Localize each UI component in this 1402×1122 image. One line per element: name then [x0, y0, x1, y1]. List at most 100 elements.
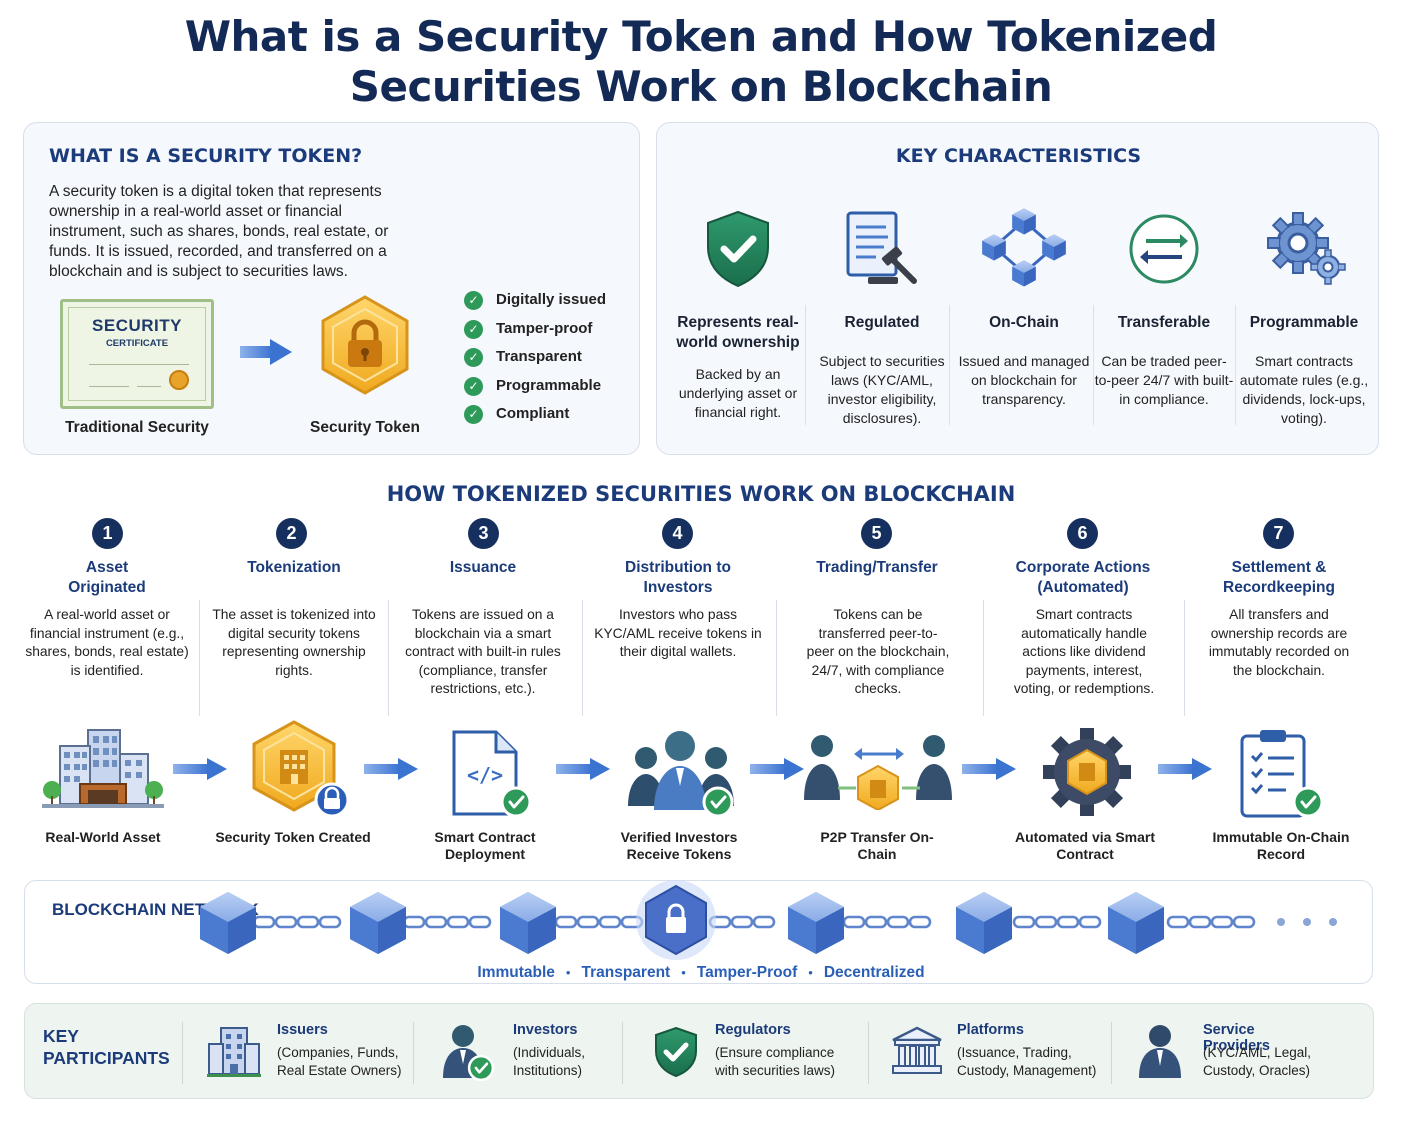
- characteristic-title: On-Chain: [989, 314, 1059, 331]
- check-icon: ✓: [464, 405, 483, 424]
- step-number: 4: [662, 518, 693, 549]
- what-body-text: A security token is a digital token that…: [49, 183, 389, 280]
- check-icon: ✓: [464, 319, 483, 339]
- step-number: 7: [1263, 518, 1294, 549]
- check-icon: ✓: [464, 348, 483, 367]
- property-decentralized: Decentralized: [823, 964, 925, 981]
- investors-group-icon: [628, 731, 734, 818]
- step-caption: Automated via Smart Contract: [1014, 829, 1156, 862]
- step-title: Settlement & Recordkeeping: [1223, 559, 1335, 596]
- characteristic-title: Represents real-world ownership: [676, 314, 800, 351]
- token-features-list: ✓Digitally issued ✓Tamper-proof ✓Transpa…: [464, 290, 606, 433]
- property-immutable: Immutable: [477, 964, 555, 981]
- block-icon: [956, 892, 1012, 954]
- office-building-icon: [207, 1027, 261, 1077]
- characteristic-desc: Issued and managed on blockchain for tra…: [958, 353, 1090, 407]
- transfer-arrows-icon: [1129, 214, 1199, 284]
- bank-building-icon: [892, 1026, 942, 1074]
- step-caption: Real-World Asset: [45, 829, 161, 845]
- list-item: ✓Tamper-proof: [464, 319, 606, 348]
- participant-desc: (Ensure compliance with securities laws): [715, 1045, 836, 1078]
- key-heading: KEY CHARACTERISTICS: [895, 145, 1142, 167]
- block-icon: [1108, 892, 1164, 954]
- characteristic-desc: Backed by an underlying asset or financi…: [678, 366, 798, 420]
- participant-desc: (KYC/AML, Legal, Custody, Oracles): [1203, 1045, 1312, 1078]
- title-line-1: What is a Security Token and How Tokeniz…: [184, 12, 1218, 61]
- gear-token-icon: [1043, 728, 1131, 816]
- shield-check-icon: [655, 1026, 697, 1078]
- check-icon: ✓: [464, 376, 483, 396]
- step-desc: Tokens are issued on a blockchain via a …: [405, 607, 561, 696]
- participant-desc: (Companies, Funds, Real Estate Owners): [277, 1045, 402, 1078]
- participant-desc: (Individuals, Institutions): [513, 1045, 586, 1078]
- characteristic-title: Transferable: [1117, 314, 1211, 331]
- step-number: 6: [1067, 518, 1098, 549]
- step-caption: Verified Investors Receive Tokens: [620, 829, 738, 862]
- step-title: Trading/Transfer: [816, 559, 938, 576]
- step-desc: Tokens can be transferred peer-to-peer o…: [806, 607, 950, 696]
- step-title: Issuance: [449, 559, 517, 576]
- svg-text:</>: </>: [467, 763, 503, 787]
- step-number: 5: [861, 518, 892, 549]
- step-caption: Smart Contract Deployment: [434, 829, 536, 862]
- block-icon: [350, 892, 406, 954]
- security-token-label: Security Token: [310, 419, 420, 436]
- step-number: 2: [276, 518, 307, 549]
- token-lock-icon: [252, 720, 350, 818]
- arrow-right-icon: [750, 758, 804, 780]
- step-caption: Immutable On-Chain Record: [1212, 829, 1350, 862]
- security-token-icon: [321, 295, 409, 395]
- arrow-right-icon: [173, 758, 227, 780]
- characteristic-title: Regulated: [844, 314, 920, 331]
- property-transparent: Transparent: [581, 964, 671, 981]
- building-icon: [42, 729, 164, 808]
- participant-title: Regulators: [715, 1022, 791, 1038]
- shield-check-icon: [707, 210, 769, 288]
- investor-check-icon: [443, 1025, 495, 1082]
- blockchain-chain-graphic: [200, 880, 1337, 960]
- characteristic-desc: Subject to securities laws (KYC/AML, inv…: [819, 353, 945, 426]
- arrow-right-icon: [1158, 758, 1212, 780]
- participant-title: Platforms: [957, 1022, 1024, 1038]
- document-gavel-icon: [846, 211, 917, 284]
- step-desc: Smart contracts automatically handle act…: [1013, 607, 1155, 696]
- arrow-right-icon: [962, 758, 1016, 780]
- block-icon: [200, 892, 256, 954]
- code-document-icon: </>: [452, 730, 532, 818]
- arrow-right-icon: [556, 758, 610, 780]
- security-certificate-icon: SECURITY CERTIFICATE: [60, 299, 214, 409]
- blockchain-properties: Immutable•Transparent•Tamper-Proof•Decen…: [477, 964, 925, 981]
- participant-title: Issuers: [277, 1022, 328, 1038]
- list-item: ✓Transparent: [464, 347, 606, 376]
- person-icon: [1139, 1025, 1181, 1078]
- property-tamper-proof: Tamper-Proof: [696, 964, 798, 981]
- step-title: Tokenization: [247, 559, 341, 576]
- page-title: What is a Security Token and How Tokeniz…: [0, 12, 1402, 112]
- step-desc: A real-world asset or financial instrume…: [25, 607, 189, 678]
- key-characteristics-panel: KEY CHARACTERISTICS Represents real-worl…: [656, 122, 1379, 455]
- block-icon: [788, 892, 844, 954]
- step-title: Distribution to Investors: [625, 559, 731, 596]
- list-item: ✓Compliant: [464, 404, 606, 433]
- blockchain-cubes-icon: [982, 208, 1066, 287]
- step-caption: Security Token Created: [215, 829, 371, 845]
- key-participants-label: KEY PARTICIPANTS: [43, 1026, 170, 1068]
- list-item: ✓Programmable: [464, 376, 606, 405]
- what-heading: WHAT IS A SECURITY TOKEN?: [49, 145, 363, 167]
- p2p-transfer-icon: [804, 735, 952, 810]
- step-desc: The asset is tokenized into digital secu…: [212, 607, 376, 678]
- block-icon: [500, 892, 556, 954]
- clipboard-check-icon: [1240, 730, 1324, 818]
- step-number: 3: [468, 518, 499, 549]
- participant-desc: (Issuance, Trading, Custody, Management): [957, 1045, 1097, 1078]
- step-desc: Investors who pass KYC/AML receive token…: [594, 607, 762, 659]
- traditional-security-label: Traditional Security: [65, 419, 209, 436]
- participant-title: Investors: [513, 1022, 578, 1038]
- list-item: ✓Digitally issued: [464, 290, 606, 319]
- characteristic-desc: Smart contracts automate rules (e.g., di…: [1239, 353, 1369, 426]
- characteristic-desc: Can be traded peer-to-peer 24/7 with bui…: [1094, 353, 1234, 407]
- arrow-right-icon: [364, 758, 418, 780]
- locked-block-icon: [636, 880, 716, 960]
- key-participants-panel: KEY PARTICIPANTS Issuers (Companies, Fun…: [24, 1003, 1374, 1099]
- how-heading: HOW TOKENIZED SECURITIES WORK ON BLOCKCH…: [386, 482, 1016, 506]
